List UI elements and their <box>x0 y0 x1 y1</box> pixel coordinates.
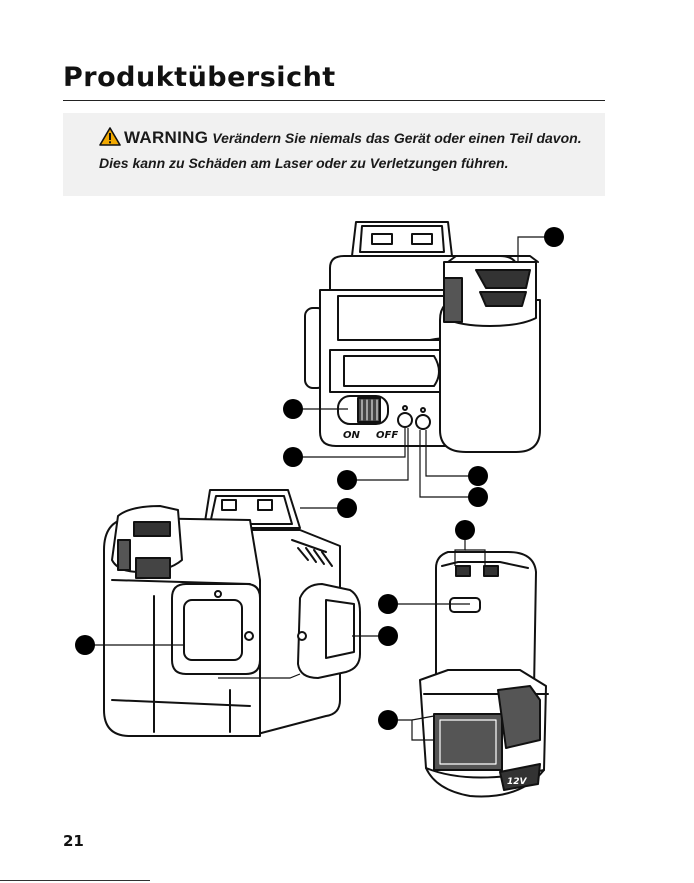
callout-marker <box>378 626 398 646</box>
callout-marker <box>283 447 303 467</box>
callout-marker <box>455 520 475 540</box>
callout-marker <box>378 594 398 614</box>
callout-marker <box>75 635 95 655</box>
laser-level-front-view <box>104 490 360 736</box>
callout-marker <box>283 399 303 419</box>
callout-marker <box>337 470 357 490</box>
page-number: 21 <box>63 832 84 850</box>
battery-voltage-label: 12V <box>507 777 528 787</box>
callout-marker <box>468 487 488 507</box>
callout-marker <box>337 498 357 518</box>
switch-off-label: OFF <box>376 430 398 441</box>
switch-on-label: ON <box>343 430 361 441</box>
footer-divider <box>0 880 150 881</box>
callout-marker <box>544 227 564 247</box>
battery-pack <box>420 552 548 796</box>
callout-marker <box>468 466 488 486</box>
laser-level-back-view <box>305 222 540 452</box>
callout-marker <box>378 710 398 730</box>
